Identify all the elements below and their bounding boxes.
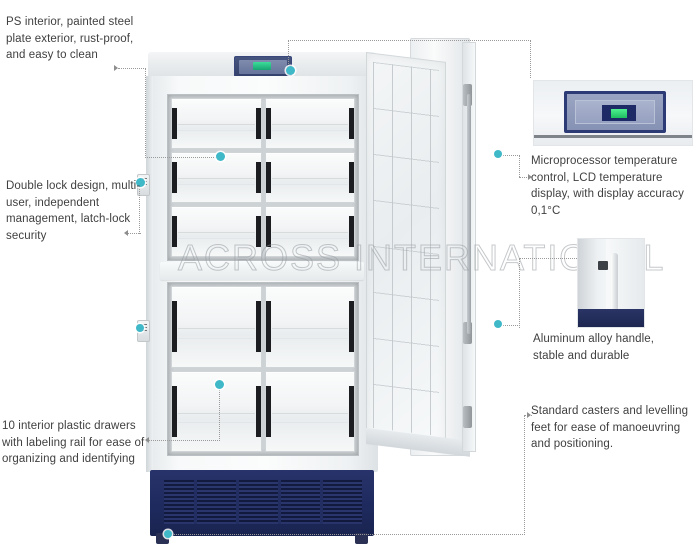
control-panel[interactable] xyxy=(234,56,292,78)
drawer[interactable] xyxy=(264,98,355,149)
detail-shelf-line xyxy=(534,135,692,138)
upper-drawer-grid xyxy=(171,98,355,257)
callout-microprocessor: Microprocessor temperature control, LCD … xyxy=(531,155,684,217)
drawer[interactable] xyxy=(264,206,355,257)
lcd-digits xyxy=(611,108,627,118)
door-inner-panel xyxy=(366,52,446,446)
leader-interior-arrow xyxy=(114,65,118,71)
leader-micro-v1 xyxy=(288,40,289,70)
door-hinge-bottom xyxy=(463,406,472,428)
leader-handle-h xyxy=(519,258,577,259)
drawer[interactable] xyxy=(264,370,355,452)
leader-micro-h1 xyxy=(288,40,531,41)
drawer[interactable] xyxy=(264,152,355,203)
caster-left xyxy=(156,533,169,544)
leader-lock-h xyxy=(127,233,141,234)
hotspot-interior[interactable] xyxy=(216,152,225,161)
lower-drawer-grid xyxy=(171,286,355,452)
door-panel-grid xyxy=(373,61,439,436)
handle-detail-bar xyxy=(611,253,618,311)
leader-handle-h2 xyxy=(500,325,520,326)
leader-micro-h3 xyxy=(519,177,529,178)
freezer-product-image xyxy=(137,52,378,544)
lcd-temperature-display xyxy=(253,62,271,70)
caster-right xyxy=(355,533,368,544)
drawer[interactable] xyxy=(264,286,355,368)
leader-micro-arrow xyxy=(528,174,532,180)
cabinet-body xyxy=(146,76,378,472)
aluminum-alloy-handle[interactable] xyxy=(467,94,471,334)
lcd-detail xyxy=(602,105,636,121)
leader-drawers-arrow xyxy=(145,437,149,443)
leader-micro-h2 xyxy=(500,155,520,156)
leader-interior-h1 xyxy=(118,68,146,69)
leader-interior-v xyxy=(145,68,146,158)
callout-caster: Standard casters and levelling feet for … xyxy=(531,405,689,450)
leader-drawers-h xyxy=(148,440,220,441)
leader-micro-v3 xyxy=(519,155,520,177)
callout-drawers: 10 interior plastic drawers with labelin… xyxy=(2,420,145,465)
drawer[interactable] xyxy=(171,152,262,203)
leader-caster-h xyxy=(170,534,525,535)
leader-interior-h2 xyxy=(145,157,220,158)
open-door[interactable] xyxy=(366,32,512,462)
leader-lock-v xyxy=(139,182,140,234)
callout-lock: Double lock design, multi-user, independ… xyxy=(6,180,141,242)
handle-detail-base xyxy=(578,309,644,327)
hotspot-handle[interactable] xyxy=(494,320,502,328)
hotspot-drawers[interactable] xyxy=(215,380,224,389)
leader-micro-v2 xyxy=(530,40,531,78)
callout-interior: PS interior, painted steel plate exterio… xyxy=(6,16,134,61)
callout-handle: Aluminum alloy handle, stable and durabl… xyxy=(533,333,655,362)
hotspot-lock-upper[interactable] xyxy=(136,178,145,187)
leader-drawers-v xyxy=(219,385,220,441)
compartment-divider xyxy=(160,262,364,280)
control-panel-detail-image xyxy=(533,80,693,146)
upper-compartment xyxy=(167,94,359,261)
hotspot-control-panel[interactable] xyxy=(286,66,295,75)
control-panel-detail-frame xyxy=(564,91,666,133)
hotspot-door-upper[interactable] xyxy=(494,150,502,158)
leader-caster-v xyxy=(524,415,525,535)
handle-detail-bracket xyxy=(598,261,608,270)
leader-caster-arrow xyxy=(527,412,531,418)
hotspot-caster[interactable] xyxy=(164,530,172,538)
drawer[interactable] xyxy=(171,286,262,368)
leader-lock-arrow xyxy=(124,230,128,236)
drawer[interactable] xyxy=(171,98,262,149)
ventilation-grille xyxy=(164,480,362,524)
drawer[interactable] xyxy=(171,206,262,257)
hotspot-lock-lower[interactable] xyxy=(136,324,144,332)
lower-compartment xyxy=(167,282,359,456)
compressor-base xyxy=(150,470,374,544)
control-panel-detail-inner xyxy=(575,100,655,124)
leader-handle-v xyxy=(519,258,520,328)
handle-detail-image xyxy=(577,238,645,328)
